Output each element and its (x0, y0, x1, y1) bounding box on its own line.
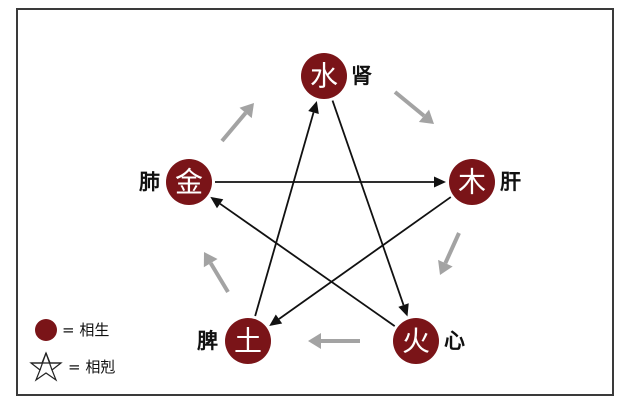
controlling-arrow-water-to-fire (331, 100, 405, 306)
generating-arrowhead-fire-to-earth (308, 333, 321, 349)
earth-element-label: 土 (234, 325, 262, 358)
water-element-label: 水 (310, 60, 338, 93)
generating-arrow-earth-to-metal (208, 262, 230, 294)
node-water: 水 肾 (301, 53, 372, 99)
controlling-arrow-fire-to-metal (219, 203, 396, 327)
generating-arrowhead-earth-to-metal (203, 252, 218, 268)
kidney-organ-label: 肾 (351, 64, 372, 88)
generating-arrowhead-metal-to-water (239, 103, 254, 119)
generating-arrows (203, 90, 461, 349)
water-circle (301, 53, 347, 99)
generating-arrow-metal-to-water (220, 111, 248, 143)
wood-element-label: 木 (458, 166, 486, 199)
spleen-organ-label: 脾 (197, 329, 218, 353)
metal-element-label: 金 (175, 166, 203, 199)
controlling-arrow-earth-to-water (254, 112, 315, 317)
generating-arrowhead-water-to-wood (418, 109, 434, 124)
fire-element-label: 火 (402, 325, 430, 358)
node-fire: 火 心 (393, 318, 465, 364)
controlling-arrowhead-wood-to-earth (269, 314, 283, 326)
node-metal: 金 肺 (139, 159, 212, 205)
controlling-arrowhead-fire-to-metal (210, 196, 224, 209)
fire-circle (393, 318, 439, 364)
generating-arrow-water-to-wood (393, 90, 426, 118)
filled-circle-icon (35, 319, 57, 341)
wood-circle (449, 159, 495, 205)
liver-organ-label: 肝 (500, 170, 521, 194)
node-wood: 木 肝 (449, 159, 521, 205)
controlling-arrowhead-earth-to-water (308, 100, 319, 115)
controlling-arrowhead-metal-to-wood (434, 176, 446, 188)
metal-circle (166, 159, 212, 205)
controlling-arrowhead-water-to-fire (398, 303, 409, 317)
lung-organ-label: 肺 (139, 170, 160, 194)
node-earth: 土 脾 (197, 318, 271, 364)
controlling-arrows (210, 100, 452, 327)
star-inner-line (45, 352, 53, 371)
legend-controlling-text: = 相剋 (68, 358, 115, 376)
earth-circle (225, 318, 271, 364)
star-inner-line (39, 352, 47, 371)
legend-generating-text: = 相生 (62, 321, 109, 339)
heart-organ-label: 心 (444, 329, 465, 353)
generating-arrowhead-wood-to-fire (438, 259, 453, 275)
generating-arrow-wood-to-fire (443, 232, 461, 264)
controlling-arrow-wood-to-earth (278, 196, 452, 320)
legend: = 相生 = 相剋 (29, 319, 115, 382)
